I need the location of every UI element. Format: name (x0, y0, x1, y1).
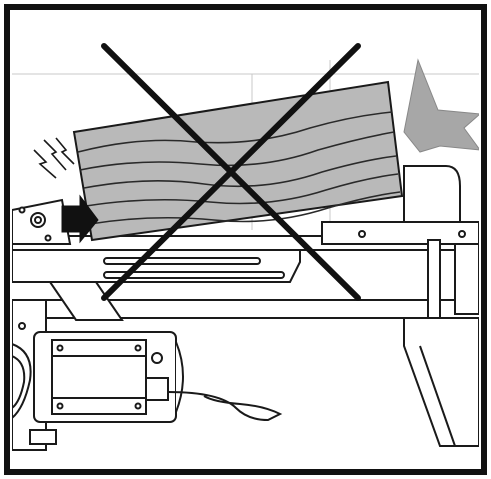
motor-screw (56, 344, 64, 352)
leg-foot (29, 429, 57, 445)
power-cable (167, 391, 283, 422)
motor-screw (134, 402, 142, 410)
housing-bolt (358, 230, 366, 238)
wedge-bolt (18, 206, 26, 214)
switch-box (145, 377, 169, 401)
beam-slot-lower (103, 271, 285, 279)
switch-knob (151, 352, 163, 364)
electric-motor (33, 331, 184, 423)
motor-screw (134, 344, 142, 352)
beam-slot (103, 257, 261, 265)
wedge-bolt (44, 234, 52, 242)
housing-bolt (458, 230, 466, 238)
cross-mark-icon (101, 43, 361, 301)
machine-scene (12, 43, 479, 451)
leg-column (12, 299, 47, 451)
wedge-head (12, 198, 72, 245)
push-arrow-icon (61, 194, 99, 244)
housing-cap (403, 165, 461, 233)
leg-plate (403, 317, 479, 447)
motor-end-cap (175, 341, 184, 413)
leg-brace (48, 281, 124, 321)
diagram-frame (4, 4, 487, 475)
motor-plate (51, 339, 147, 415)
downward-arrow-icon (403, 58, 479, 153)
rear-leg (403, 317, 479, 447)
housing-plate (321, 221, 479, 245)
rear-housing (321, 165, 479, 339)
motor-screw (56, 402, 64, 410)
wedge-pivot-center (34, 216, 42, 224)
cylinder-end (454, 243, 479, 315)
leg-bolt (18, 322, 26, 330)
front-leg (12, 281, 124, 451)
impact-spark-icon (33, 137, 75, 179)
cable-coil (12, 343, 32, 419)
leg-edge (419, 345, 456, 447)
